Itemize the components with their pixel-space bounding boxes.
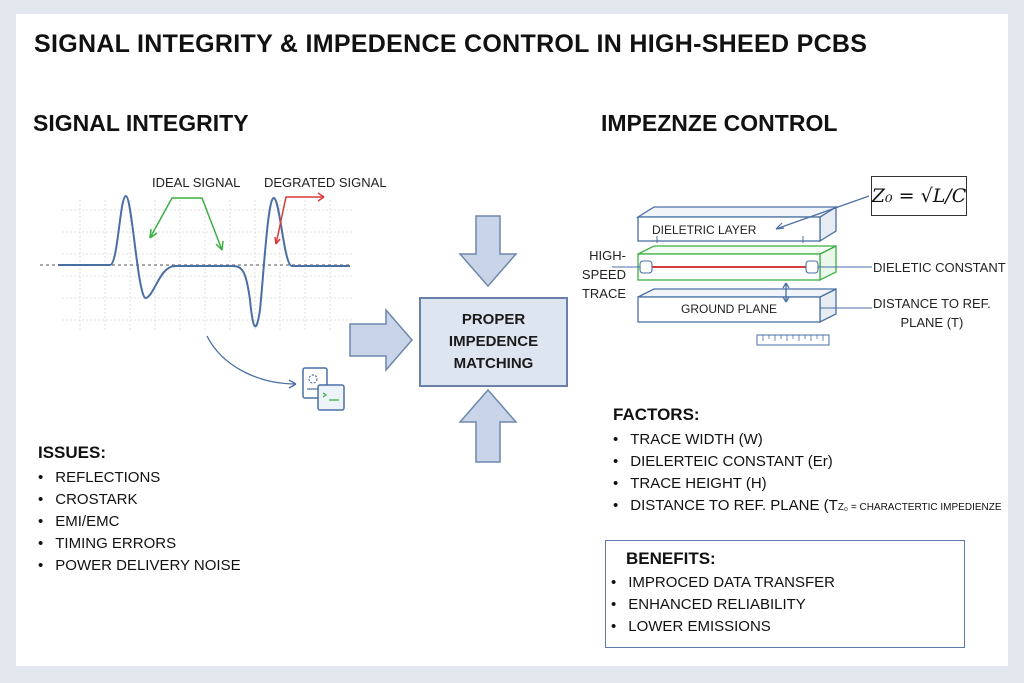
distance-label-line-1: DISTANCE TO REF. xyxy=(873,296,991,311)
list-item: CROSTARK xyxy=(38,489,241,511)
box-line-3: MATCHING xyxy=(453,355,534,372)
page-title: SIGNAL INTEGRITY & IMPEDENCE CONTROL IN … xyxy=(34,30,868,58)
signal-waveform xyxy=(58,194,350,328)
factors-list: TRACE WIDTH (W) DIELERTEIC CONSTANT (Er)… xyxy=(613,429,1002,519)
trace-label-line-2: TRACE xyxy=(581,286,626,301)
ground-plane xyxy=(637,296,821,323)
dielectric-constant-label: DIELETIC CONSTANT xyxy=(873,260,1006,275)
dielectric-layer xyxy=(637,216,821,242)
arrow-right xyxy=(349,307,413,373)
pcb-stack xyxy=(612,195,872,346)
high-speed-trace-label: HIGH-SPEED TRACE xyxy=(558,246,626,303)
factor-item-text: DISTANCE TO REF. PLANE (T xyxy=(630,497,838,514)
list-item: DIELERTEIC CONSTANT (Er) xyxy=(613,451,1002,473)
factor-note: = CHARACTERTIC IMPEDIENZE xyxy=(848,502,1002,513)
degraded-signal-arrow xyxy=(275,196,324,245)
benefits-title: BENEFITS: xyxy=(626,549,716,568)
document-icon xyxy=(302,367,345,411)
box-line-2: IMPEDENCE xyxy=(448,333,539,350)
ground-plane-label: GROUND PLANE xyxy=(681,302,778,316)
box-line-1: PROPER xyxy=(461,311,526,328)
list-item: ENHANCED RELIABILITY xyxy=(611,594,835,616)
list-item: TIMING ERRORS xyxy=(38,533,241,555)
list-item: EMI/EMC xyxy=(38,511,241,533)
impedance-control-heading: IMPEZNZE CONTROL xyxy=(601,110,838,136)
list-item: DISTANCE TO REF. PLANE (TZ₀ = CHARACTERT… xyxy=(613,495,1002,519)
list-item: POWER DELIVERY NOISE xyxy=(38,555,240,577)
arrow-down xyxy=(458,215,518,288)
benefits-list: IMPROCED DATA TRANSFER ENHANCED RELIABIL… xyxy=(611,572,835,638)
distance-label: DISTANCE TO REF. PLANE (T) xyxy=(873,294,991,332)
list-item: TRACE HEIGHT (H) xyxy=(613,473,1002,495)
factors-section: FACTORS: TRACE WIDTH (W) DIELERTEIC CONS… xyxy=(613,405,1002,519)
issues-title: ISSUES: xyxy=(38,443,107,462)
benefits-box: BENEFITS: IMPROCED DATA TRANSFER ENHANCE… xyxy=(605,540,965,648)
impedance-matching-box: PROPER IMPEDENCE MATCHING xyxy=(419,297,568,387)
issues-section: ISSUES: REFLECTIONS CROSTARK EMI/EMC TIM… xyxy=(38,443,241,577)
signal-integrity-heading: SIGNAL INTEGRITY xyxy=(33,110,249,136)
ideal-signal-bracket xyxy=(149,197,223,251)
ideal-signal-label: IDEAL SIGNAL xyxy=(152,175,241,190)
trace-label-line-1: HIGH-SPEED xyxy=(581,248,626,282)
factors-title: FACTORS: xyxy=(613,405,700,424)
factor-note-sub: Z₀ xyxy=(837,502,849,513)
issues-list: REFLECTIONS CROSTARK EMI/EMC TIMING ERRO… xyxy=(38,467,241,577)
degraded-signal-label: DEGRATED SIGNAL xyxy=(264,175,387,190)
curved-arrow xyxy=(206,335,297,385)
dielectric-layer-label: DIELETRIC LAYER xyxy=(652,223,757,237)
impedance-formula: Z₀ = √L/C xyxy=(871,176,967,216)
arrow-up xyxy=(458,388,518,463)
list-item: REFLECTIONS xyxy=(38,467,241,489)
list-item: IMPROCED DATA TRANSFER xyxy=(611,572,835,594)
distance-label-line-2: PLANE (T) xyxy=(900,315,964,330)
list-item: TRACE WIDTH (W) xyxy=(613,429,1002,451)
list-item: LOWER EMISSIONS xyxy=(611,616,835,638)
